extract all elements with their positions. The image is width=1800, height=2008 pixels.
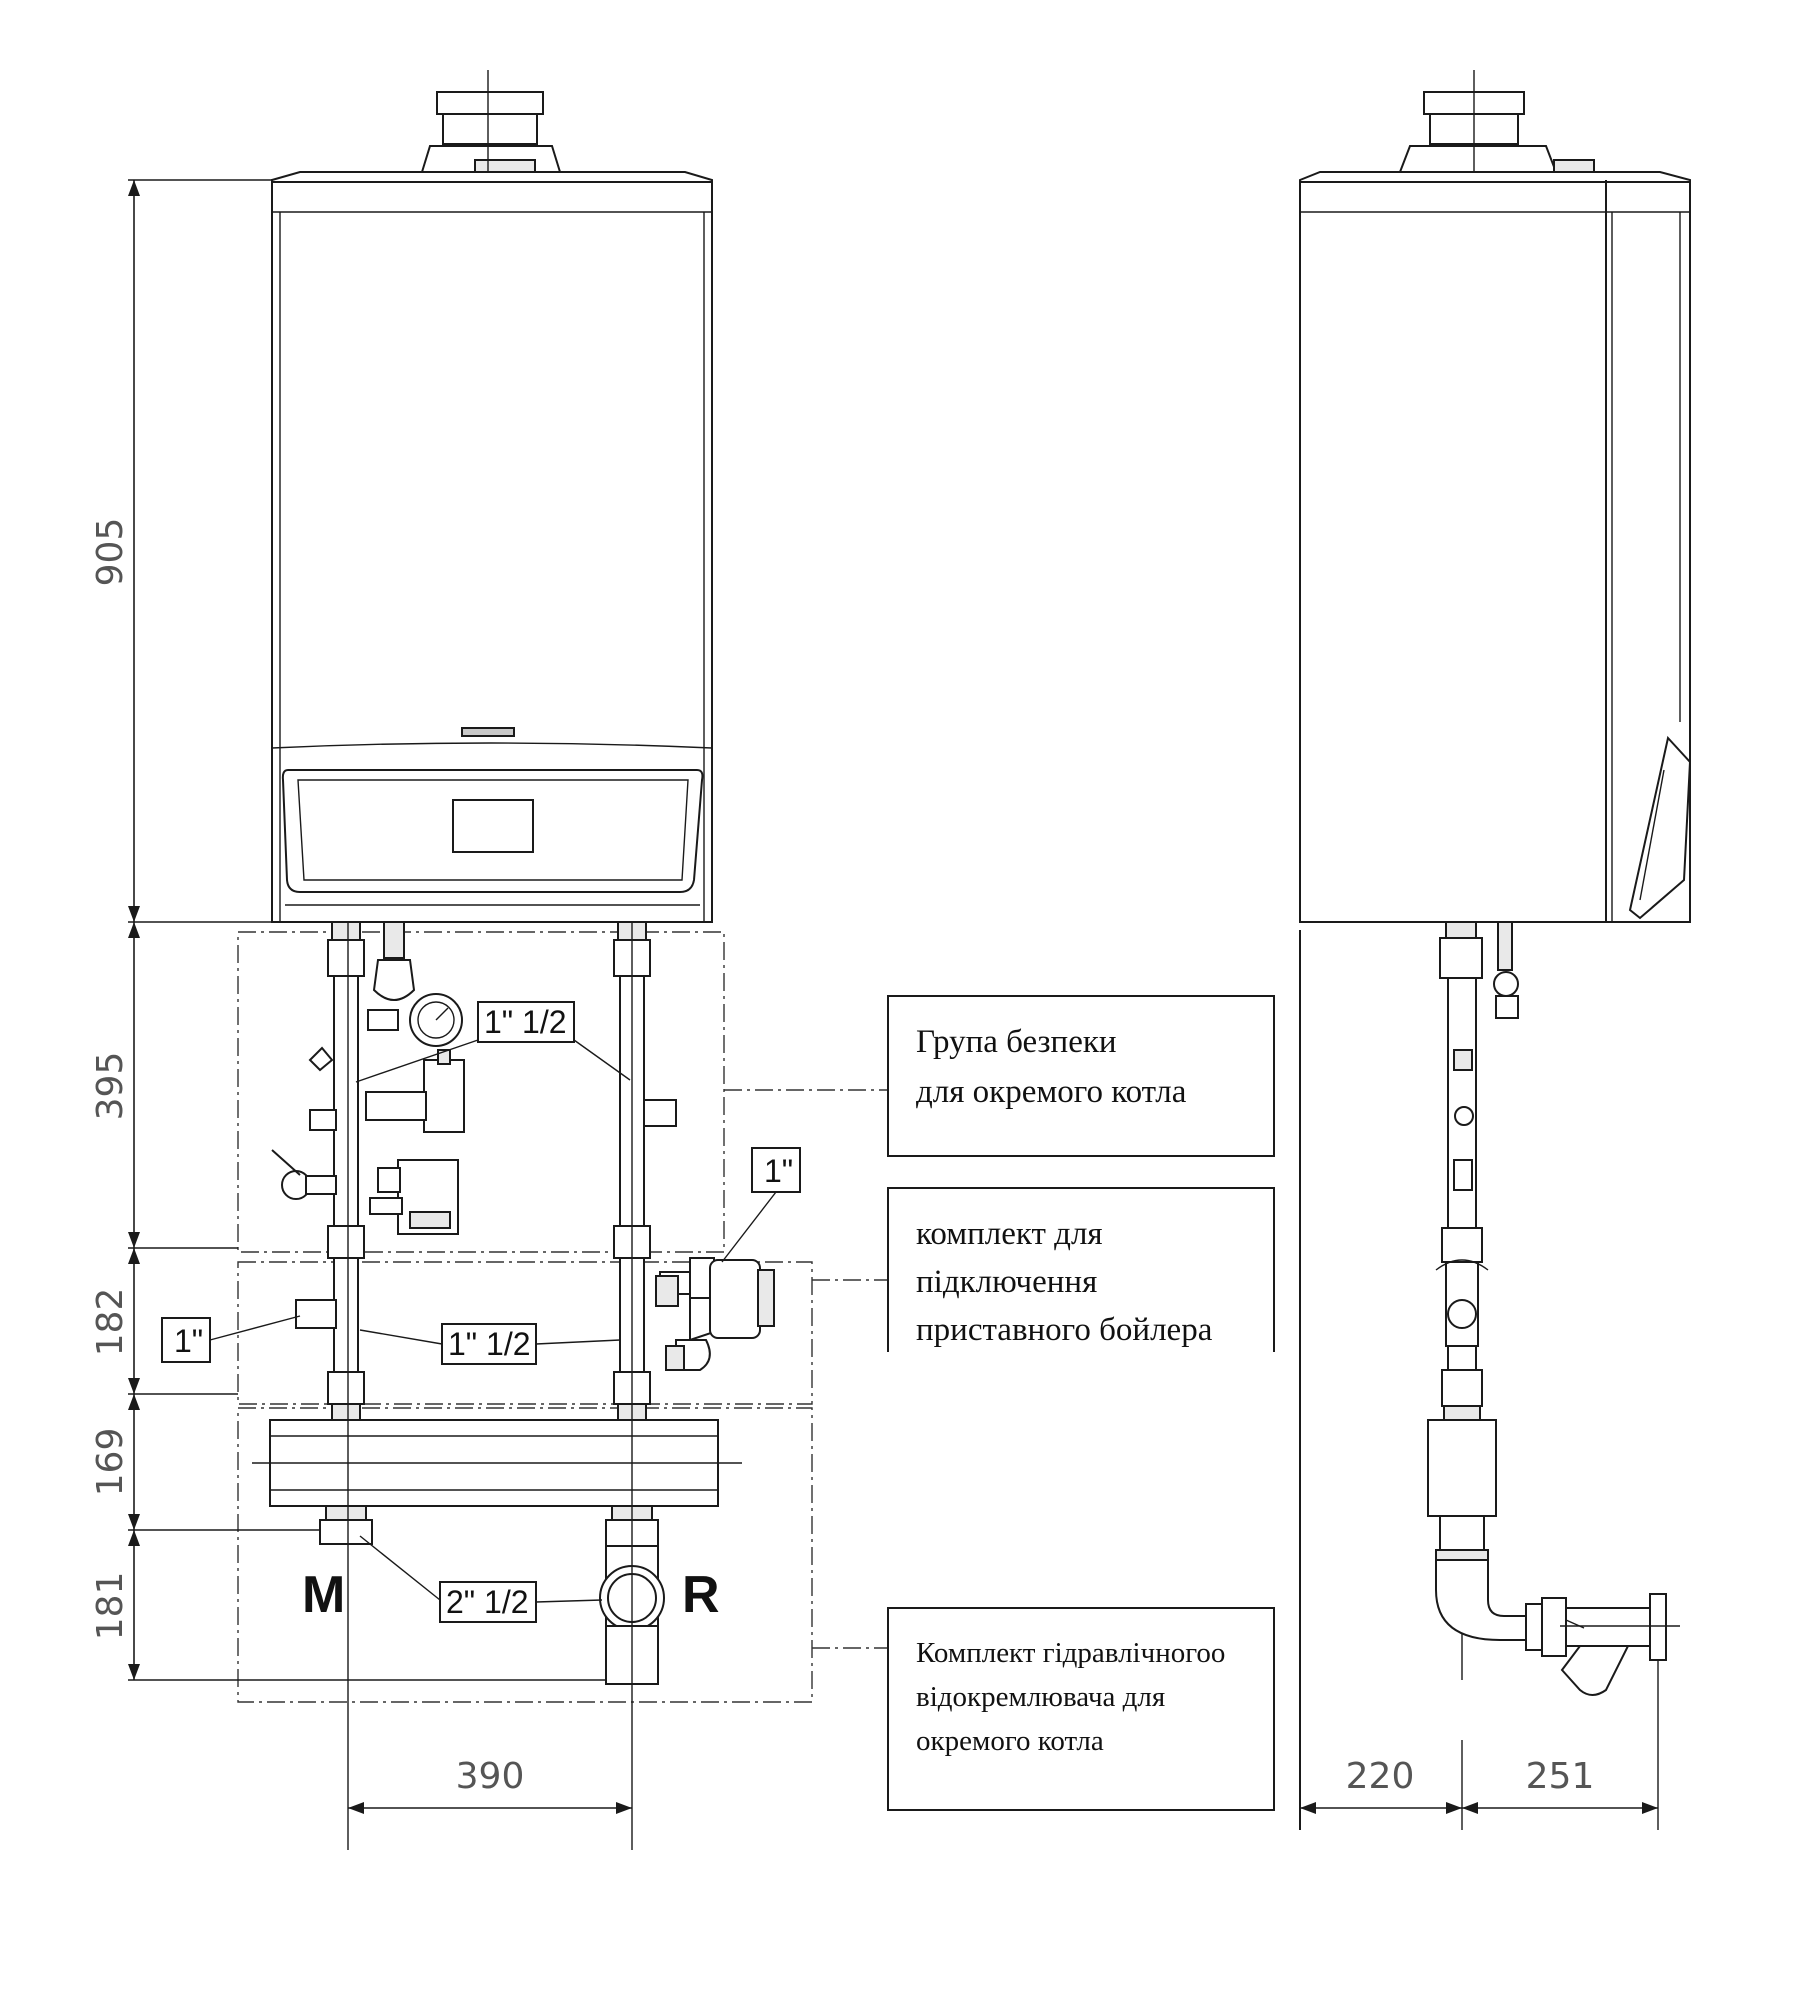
pipe-size-kit-right: 1" bbox=[764, 1153, 793, 1189]
dimension-395: 395 bbox=[90, 1052, 131, 1121]
safety-group-label-line1: Група безпеки bbox=[916, 1024, 1117, 1060]
pipe-size-safety: 1" 1/2 bbox=[484, 1004, 567, 1040]
strainer bbox=[1560, 1645, 1630, 1696]
front-width-dimension: 390 bbox=[348, 1756, 632, 1814]
pipe-size-separator: 2" 1/2 bbox=[446, 1584, 529, 1620]
boiler-kit-components bbox=[295, 1257, 775, 1371]
separator-kit-label-line3: окремого котла bbox=[916, 1725, 1104, 1757]
dimension-169: 169 bbox=[90, 1428, 131, 1497]
pipe-size-kit: 1" 1/2 bbox=[448, 1326, 531, 1362]
safety-group-components bbox=[271, 959, 465, 1235]
pipe-size-kit-left: 1" bbox=[174, 1323, 203, 1359]
vertical-dimensions: 905 395 182 169 181 bbox=[90, 179, 606, 1681]
dimension-220: 220 bbox=[1346, 1756, 1415, 1797]
side-view bbox=[1299, 70, 1692, 1830]
safety-group-boundary bbox=[237, 931, 725, 1253]
boiler-kit-boundary bbox=[237, 1261, 813, 1405]
separator-side bbox=[1427, 1419, 1497, 1517]
hydraulic-separator bbox=[252, 1419, 742, 1685]
front-view: 1" 1/2 1" 1" 1" 1/2 2" 1/2 M R bbox=[161, 70, 888, 1850]
dimension-181: 181 bbox=[90, 1572, 131, 1641]
boiler-kit-label-line3: приставного бойлера bbox=[916, 1312, 1213, 1348]
three-way-valve-actuator bbox=[709, 1259, 761, 1339]
boiler-kit-label-line2: підключення bbox=[916, 1264, 1097, 1300]
label-box-separator-kit: Комплект гідравлічногоо відокремлювача д… bbox=[887, 1607, 1275, 1811]
separator-kit-label-line2: відокремлювача для bbox=[916, 1681, 1165, 1713]
safety-valve bbox=[423, 1059, 465, 1133]
safety-group-label-line2: для окремого котла bbox=[916, 1074, 1187, 1110]
flow-pipe-left bbox=[327, 921, 365, 1421]
dimension-182: 182 bbox=[90, 1288, 131, 1357]
side-depth-dimensions: 220 251 bbox=[1300, 1660, 1659, 1830]
boiler-kit-label-line1: комплект для bbox=[916, 1216, 1103, 1252]
brand-badge bbox=[461, 727, 515, 737]
boiler-casing-front bbox=[271, 171, 713, 923]
air-vent-valve bbox=[372, 959, 416, 1001]
separator-kit-label-line1: Комплект гідравлічногоо bbox=[916, 1637, 1225, 1669]
return-elbow bbox=[1435, 1559, 1527, 1641]
label-box-safety-group: Група безпеки для окремого котла bbox=[887, 995, 1275, 1157]
dimension-905: 905 bbox=[90, 518, 131, 587]
dimension-251: 251 bbox=[1526, 1756, 1595, 1797]
separator-kit-boundary bbox=[237, 1407, 813, 1703]
return-label: R bbox=[682, 1566, 720, 1624]
boiler-casing-side bbox=[1299, 171, 1691, 923]
dimension-390: 390 bbox=[456, 1756, 525, 1797]
flow-label: M bbox=[302, 1566, 345, 1624]
gas-pipe-stub bbox=[383, 921, 405, 959]
pipe-size-callouts: 1" 1/2 1" 1" 1" 1/2 2" 1/2 bbox=[161, 1001, 801, 1623]
label-box-boiler-kit: комплект для підключення приставного бой… bbox=[887, 1187, 1275, 1352]
display-screen bbox=[452, 799, 534, 853]
